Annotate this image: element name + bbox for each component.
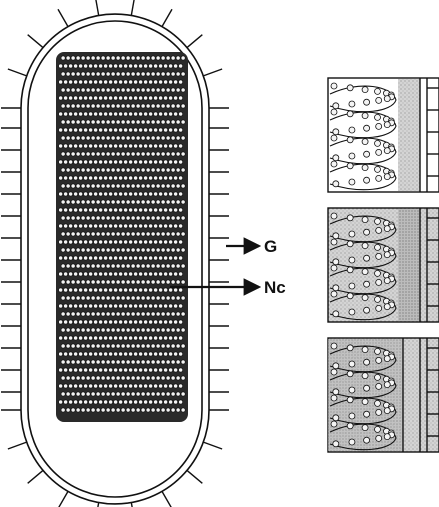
detail-panel-1 <box>328 78 439 192</box>
panel-matrix <box>398 79 420 191</box>
detail-panel-3 <box>328 338 439 452</box>
nucleocapsid-coil <box>56 52 188 422</box>
label-g: G <box>264 238 277 255</box>
virion-particle <box>1 0 229 507</box>
detail-panel-2 <box>328 208 439 322</box>
label-nc: Nc <box>264 279 286 296</box>
panel-matrix <box>398 209 420 321</box>
